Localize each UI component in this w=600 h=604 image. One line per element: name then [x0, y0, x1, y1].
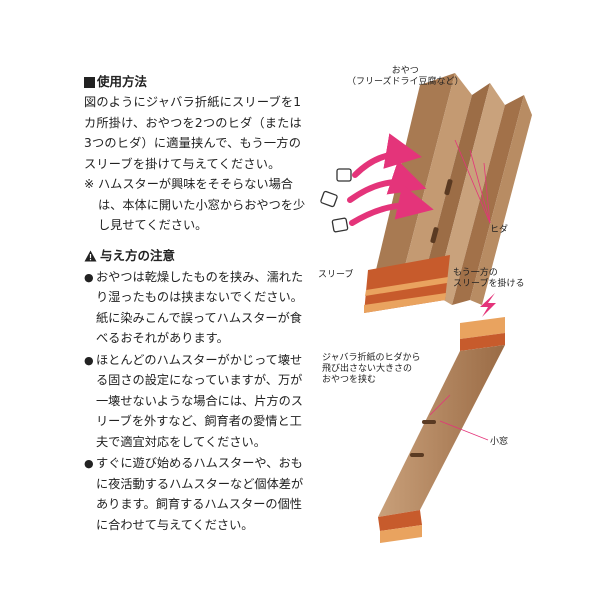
caution-bullet-text: ほとんどのハムスターがかじって壊せる固さの設定になっていますが、万が一壊せないよ…: [96, 352, 303, 449]
assembled-toy-bottom: [378, 317, 505, 543]
usage-note-text: ハムスターが興味をそそらない場合は、本体に開いた小窓からおやつを少し見せてくださ…: [98, 177, 306, 232]
insert-arrows: [347, 133, 434, 226]
pinch-label: ジャバラ折紙のヒダから 飛び出さない大きさの おやつを挟む: [322, 353, 421, 386]
snack-cubes: [320, 168, 352, 233]
warning-icon: [84, 250, 97, 261]
window-label: 小窓: [490, 437, 509, 447]
down-arrow-icon: [480, 293, 496, 317]
pinch-line3: おやつを挟む: [322, 375, 377, 385]
diagram-area: おやつ （フリーズドライ豆腐など） ヒダ スリーブ もう一方の スリーブを掛ける…: [300, 55, 600, 600]
snack-label-line2: （フリーズドライ豆腐など）: [347, 77, 464, 87]
product-illustration: [320, 73, 532, 543]
caution-bullet: すぐに遊び始めるハムスターや、おもに夜活動するハムスターなど個体差があります。飼…: [84, 453, 306, 535]
snack-label: おやつ （フリーズドライ豆腐など）: [347, 66, 464, 88]
caution-title: 与え方の注意: [100, 247, 176, 263]
caution-bullet-text: すぐに遊び始めるハムスターや、おもに夜活動するハムスターなど個体差があります。飼…: [96, 456, 304, 532]
caution-bullet: ほとんどのハムスターがかじって壊せる固さの設定になっていますが、万が一壊せないよ…: [84, 350, 306, 453]
usage-body: 図のようにジャバラ折紙にスリーブを1カ所掛け、おやつを2つのヒダ（または3つのヒ…: [84, 95, 302, 171]
sleeve-band: [364, 255, 450, 313]
bullet-dot-icon: [84, 453, 96, 535]
caution-bullet-text: おやつは乾燥したものを挟み、濡れたり湿ったものは挟まないでください。紙に染みこん…: [96, 269, 304, 346]
note-mark: ※: [84, 177, 95, 191]
snack-label-line1: おやつ: [391, 66, 419, 76]
other-sleeve-label: もう一方の スリーブを掛ける: [453, 268, 524, 290]
caution-bullet: おやつは乾燥したものを挟み、濡れたり湿ったものは挟まないでください。紙に染みこん…: [84, 267, 306, 349]
pinch-line2: 飛び出さない大きさの: [322, 364, 413, 374]
pinch-line1: ジャバラ折紙のヒダから: [322, 353, 421, 363]
bullet-dot-icon: [84, 267, 96, 349]
caution-heading: 与え方の注意: [84, 246, 306, 266]
usage-note: ※ ハムスターが興味をそそらない場合は、本体に開いた小窓からおやつを少し見せてく…: [84, 174, 306, 236]
fold-label: ヒダ: [490, 225, 509, 235]
square-bullet-icon: [84, 76, 95, 88]
instructions-column: 使用方法 図のようにジャバラ折紙にスリーブを1カ所掛け、おやつを2つのヒダ（また…: [84, 72, 306, 535]
sleeve-label: スリーブ: [318, 270, 354, 280]
other-sleeve-line2: スリーブを掛ける: [453, 279, 525, 289]
other-sleeve-line1: もう一方の: [453, 268, 498, 278]
bullet-dot-icon: [84, 350, 96, 453]
usage-title: 使用方法: [97, 74, 148, 89]
usage-heading: 使用方法: [84, 72, 306, 92]
fold-pointer-lines: [454, 139, 491, 224]
